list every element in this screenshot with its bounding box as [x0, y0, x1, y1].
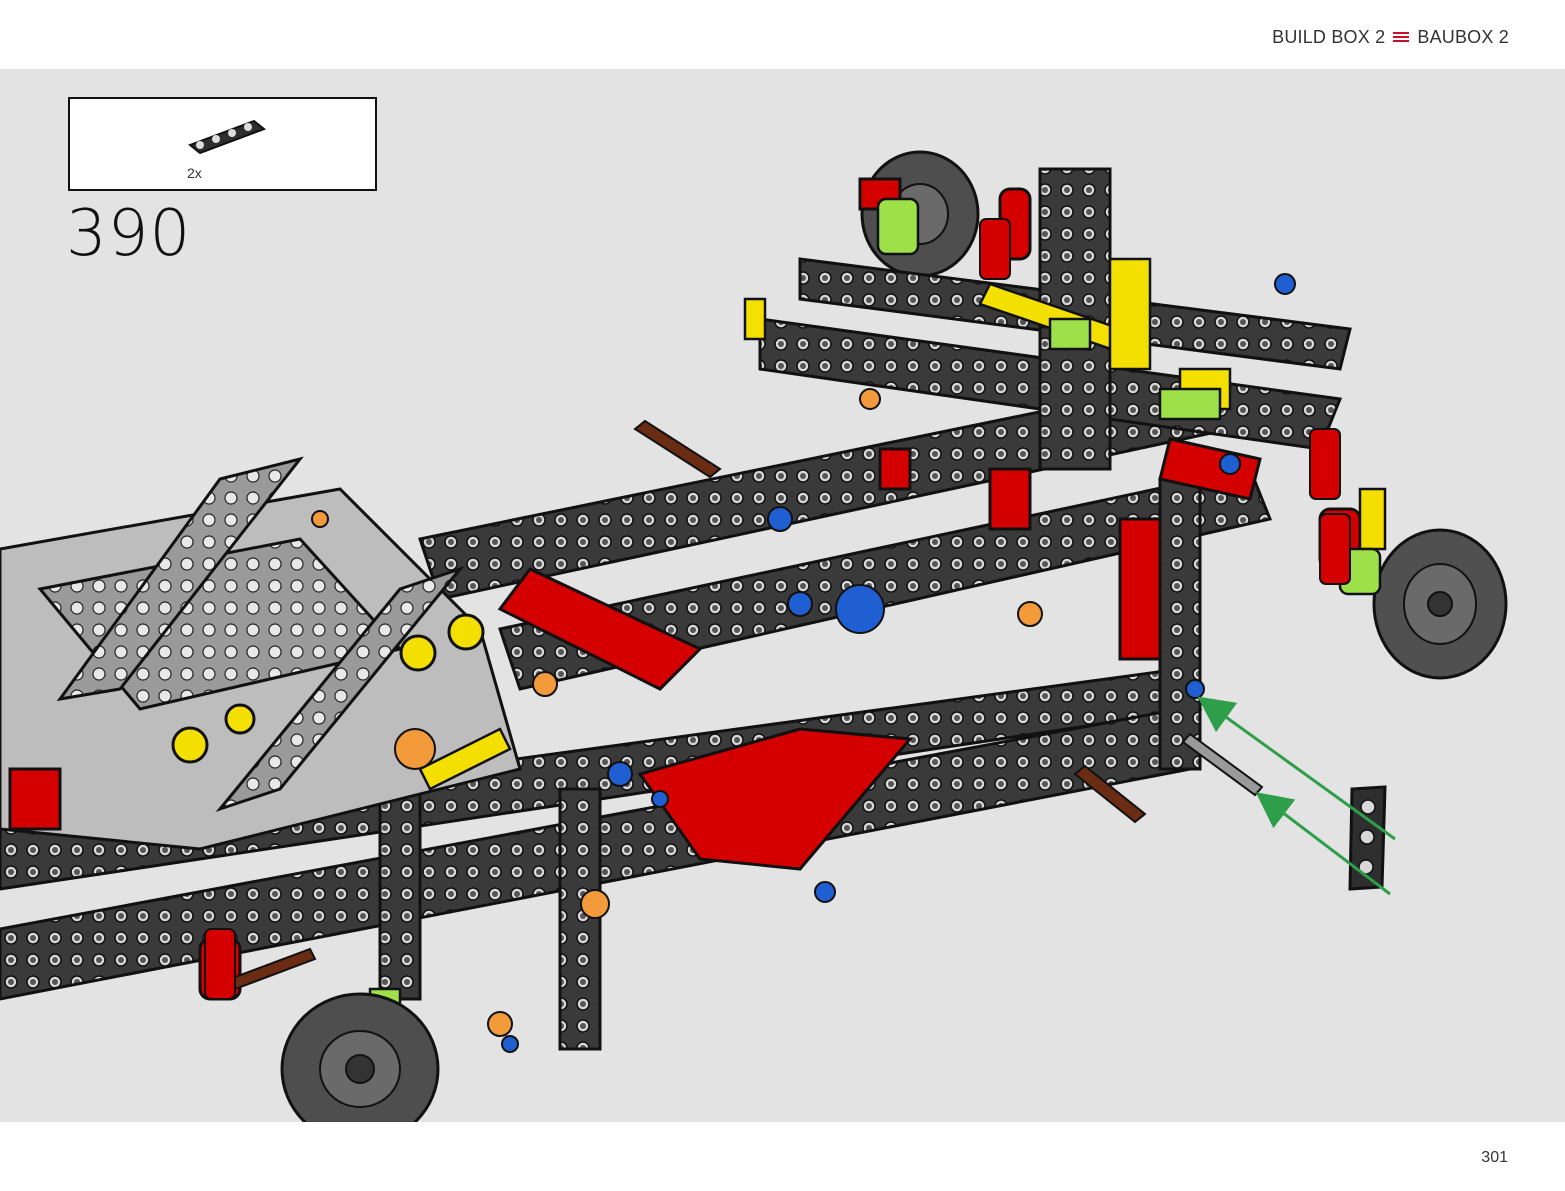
step-number: 390	[66, 197, 192, 271]
build-box-label: BUILD BOX 2 BAUBOX 2	[1272, 26, 1509, 48]
build-box-de: BAUBOX 2	[1417, 26, 1509, 47]
yellow-parts	[418, 257, 1387, 791]
inserted-beam	[1348, 785, 1387, 891]
rear-wheel	[1372, 528, 1508, 680]
technic-beam-icon	[188, 119, 266, 155]
blue-parts	[501, 273, 1296, 1053]
instruction-stage: 2x 390	[0, 69, 1565, 1122]
front-wheel	[280, 992, 440, 1122]
inserted-axle	[1181, 732, 1264, 797]
orange-parts	[311, 388, 1043, 1037]
parts-callout: 2x	[68, 97, 377, 191]
part-quantity: 2x	[187, 165, 202, 181]
assembly-arrows	[1197, 696, 1396, 896]
shock-absorbers	[204, 218, 1351, 1000]
brown-axles	[228, 419, 1147, 991]
page-header: BUILD BOX 2 BAUBOX 2	[0, 0, 1565, 69]
page-number: 301	[1481, 1149, 1508, 1166]
lime-parts	[368, 197, 1382, 1016]
flag-icon	[1393, 32, 1410, 42]
build-box-en: BUILD BOX 2	[1272, 26, 1386, 47]
technic-chassis-illustration	[0, 150, 1508, 1122]
engine-block	[0, 456, 522, 851]
